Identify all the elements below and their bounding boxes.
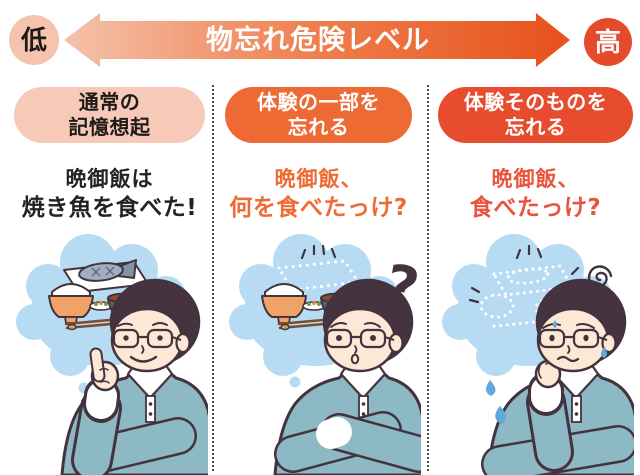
arrow-title: 物忘れ危険レベル	[206, 24, 430, 56]
pill-label-line: 記憶想起	[68, 115, 151, 139]
grilled-fish-icon	[78, 259, 137, 282]
man-figure	[273, 278, 421, 475]
illustration-man-forgot-dinner-itself	[442, 234, 634, 475]
hand-on-chin	[526, 359, 574, 472]
emphasis-dashes	[468, 244, 580, 304]
distressed-face-features	[542, 323, 595, 363]
illustration-man-forgot-part-of-dinner: ?	[229, 234, 421, 475]
pill-label-line: 通常の	[78, 90, 141, 114]
missing-rice-bowl-outline	[479, 293, 515, 319]
high-badge-label: 高	[595, 27, 621, 58]
glasses-icon	[538, 328, 608, 349]
low-badge-label: 低	[20, 26, 47, 56]
pill-forget-whole: 体験そのものを 忘れる	[438, 87, 633, 143]
ear	[175, 332, 191, 354]
missing-fish-outline	[506, 267, 550, 285]
pointing-hand	[71, 347, 122, 475]
low-badge-circle	[9, 15, 59, 65]
high-badge-circle	[584, 18, 632, 66]
column-separator	[427, 85, 429, 471]
man-figure	[60, 278, 208, 475]
pill-forget-part: 体験の一部を 忘れる	[225, 87, 412, 143]
caption-line: 晩御飯は	[65, 167, 154, 191]
caption-forget-whole: 晩御飯、 食べたっけ?	[438, 165, 633, 223]
emphasis-dashes	[300, 244, 337, 260]
pill-normal-recall: 通常の 記憶想起	[14, 87, 205, 143]
double-arrow-icon	[64, 13, 570, 67]
side-dish-icon	[302, 301, 326, 311]
caption-line: 晩御飯、	[274, 167, 363, 191]
sweat-drops-icon	[485, 380, 507, 424]
missing-plate-outline	[492, 264, 574, 297]
caption-line: 晩御飯、	[491, 167, 580, 191]
glasses-icon	[325, 328, 395, 349]
pill-label-line: 体験の一部を	[257, 90, 380, 114]
worried-face-features	[330, 322, 381, 365]
face-sweat-icon	[552, 320, 608, 358]
pill-label-line: 体験そのものを	[463, 90, 608, 114]
caption-line: 焼き魚を食べた!	[21, 195, 198, 221]
crossed-arms	[274, 411, 421, 473]
pill-label-line: 忘れる	[504, 115, 567, 139]
glasses-icon	[112, 328, 182, 349]
column-separator	[212, 85, 214, 471]
rice-bowl-icon	[261, 283, 307, 324]
rice-bowl-icon	[48, 283, 94, 324]
question-mark-icon: ?	[380, 253, 421, 323]
ear	[388, 332, 404, 354]
happy-face-features	[117, 322, 168, 363]
illustration-man-remembering-full-dinner	[16, 234, 208, 475]
caption-line: 食べたっけ?	[469, 195, 602, 221]
caption-line: 何を食べたっけ?	[229, 195, 408, 221]
caption-forget-part: 晩御飯、 何を食べたっけ?	[225, 165, 412, 223]
risk-level-header: 物忘れ危険レベル 低 高	[9, 13, 632, 67]
dizzy-swirl-icon	[587, 265, 613, 288]
caption-normal-recall: 晩御飯は 焼き魚を食べた!	[14, 165, 205, 223]
pill-label-line: 忘れる	[287, 115, 350, 139]
man-figure	[481, 278, 634, 475]
